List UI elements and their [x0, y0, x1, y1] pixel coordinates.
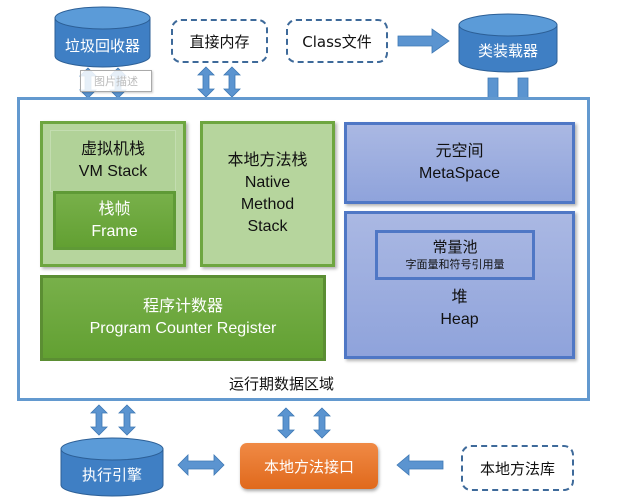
metaspace-zh: 元空间: [435, 143, 484, 160]
heap-zh: 堆: [451, 289, 468, 306]
class-loader-label: 类装载器: [477, 42, 538, 60]
class-file-box: Class文件: [286, 19, 388, 63]
native-method-interface-box: 本地方法接口: [240, 443, 378, 489]
pc-en: Program Counter Register: [89, 320, 277, 337]
runtime-area-label: 运行期数据区域: [229, 375, 335, 393]
image-tooltip: 图片描述: [80, 70, 152, 92]
frame-zh: 栈帧: [98, 200, 131, 218]
constant-pool-zh: 常量池: [432, 238, 478, 256]
metaspace-en: MetaSpace: [419, 165, 500, 182]
updown-arrow-icon: [313, 407, 331, 439]
class-file-label: Class文件: [302, 32, 372, 51]
updown-arrow-icon: [277, 407, 295, 439]
garbage-collector-cylinder: 垃圾回收器: [54, 6, 151, 68]
native-stack-zh: 本地方法栈: [227, 152, 308, 169]
pc-zh: 程序计数器: [142, 298, 223, 315]
cylinder-icon: [458, 13, 558, 73]
native-stack-en2: Method: [240, 196, 295, 213]
vm-stack-header: 虚拟机栈 VM Stack: [50, 130, 176, 192]
updown-arrow-icon: [118, 404, 136, 436]
right-arrow-icon: [397, 28, 450, 54]
heap-en: Heap: [440, 311, 479, 328]
cylinder-icon: [60, 437, 164, 497]
updown-arrow-icon: [90, 404, 108, 436]
gc-label: 垃圾回收器: [64, 37, 140, 55]
native-lib-label: 本地方法库: [479, 459, 555, 478]
updown-arrow-icon: [223, 66, 241, 98]
constant-pool-sub: 字面量和符号引用量: [405, 258, 505, 271]
vm-stack-zh: 虚拟机栈: [80, 141, 145, 158]
native-library-box: 本地方法库: [461, 445, 574, 491]
constant-pool-box: 常量池 字面量和符号引用量: [375, 230, 535, 280]
program-counter-box: 程序计数器 Program Counter Register: [40, 275, 326, 361]
direct-memory-box: 直接内存: [171, 19, 268, 63]
heap-box: 常量池 字面量和符号引用量 堆 Heap: [344, 211, 575, 359]
native-interface-label: 本地方法接口: [263, 457, 354, 476]
cylinder-icon: [54, 6, 151, 68]
class-loader-cylinder: 类装载器: [458, 13, 558, 73]
vm-stack-en: VM Stack: [78, 163, 148, 180]
left-arrow-icon: [396, 454, 444, 476]
execution-engine-cylinder: 执行引擎: [60, 437, 164, 497]
engine-label: 执行引擎: [81, 466, 142, 484]
frame-box: 栈帧 Frame: [53, 191, 176, 250]
native-stack-en3: Stack: [247, 218, 288, 235]
updown-arrow-icon: [197, 66, 215, 98]
metaspace-box: 元空间 MetaSpace: [344, 122, 575, 204]
leftright-arrow-icon: [177, 454, 225, 476]
direct-memory-label: 直接内存: [189, 32, 250, 51]
native-stack-en1: Native: [244, 174, 291, 191]
native-method-stack-box: 本地方法栈 Native Method Stack: [200, 121, 335, 267]
frame-en: Frame: [91, 222, 138, 240]
